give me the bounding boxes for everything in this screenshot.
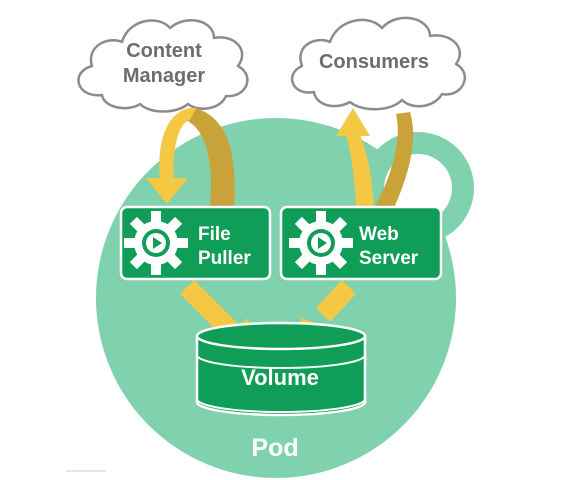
play-icon xyxy=(318,237,327,249)
volume-rib-lines xyxy=(197,354,365,413)
arrow-down-band xyxy=(159,107,196,178)
volume-body xyxy=(195,334,367,417)
web-server-label-line2: Server xyxy=(359,248,419,269)
gear-icon xyxy=(124,211,188,275)
play-icon xyxy=(153,237,162,249)
divider xyxy=(66,470,106,472)
volume-top xyxy=(195,321,367,351)
pod-label: Pod xyxy=(251,434,298,462)
volume-label: Volume xyxy=(241,365,319,390)
content-manager-label-line2: Manager xyxy=(123,65,205,87)
arrow-down-head xyxy=(146,178,188,204)
consumers-cloud: Consumers xyxy=(290,16,467,111)
arrow-body xyxy=(316,280,356,322)
pod: Pod xyxy=(96,118,474,478)
content-manager-to-file-puller-arrow xyxy=(146,107,235,208)
web-server-label-line1: Web xyxy=(359,224,399,245)
content-manager-cloud: Content Manager xyxy=(77,19,249,113)
consumers-label: Consumers xyxy=(319,51,429,73)
arrow-up-band xyxy=(346,134,374,208)
consumers-cloud-shape xyxy=(290,16,467,111)
arrow-up-head xyxy=(336,108,370,136)
arrow-connect-band xyxy=(374,112,414,208)
web-server-container: Web Server xyxy=(279,205,443,281)
arrow-body xyxy=(180,280,238,338)
file-puller-label-line1: File xyxy=(198,224,231,245)
file-puller-container: File Puller xyxy=(119,205,272,281)
volume: Volume xyxy=(195,321,367,417)
gear-icon xyxy=(289,211,353,275)
web-server-to-consumers-arrow xyxy=(336,108,414,208)
arrow-return-band xyxy=(186,108,235,208)
content-manager-label-line1: Content xyxy=(126,40,202,62)
content-manager-cloud-shape xyxy=(77,19,249,113)
file-puller-label-line2: Puller xyxy=(198,248,251,269)
